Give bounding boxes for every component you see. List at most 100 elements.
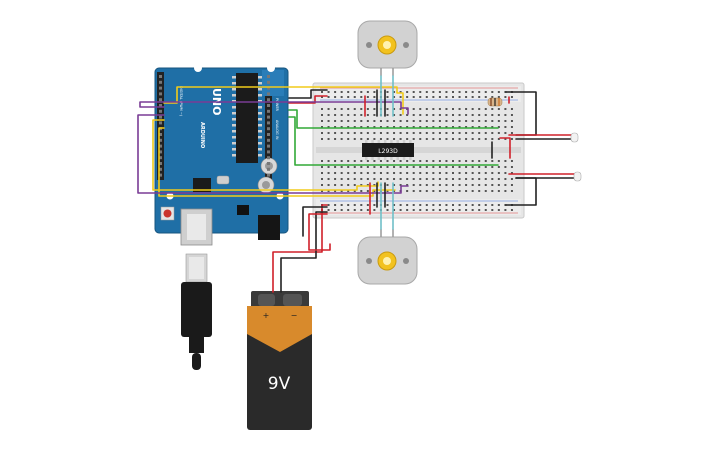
battery-terminal-minus[interactable] [283, 294, 302, 306]
breadboard-hole [386, 108, 389, 110]
breadboard-hole [366, 209, 369, 211]
header-pin [267, 98, 270, 102]
breadboard-hole [504, 108, 507, 110]
breadboard-hole [425, 91, 428, 93]
breadboard-hole [373, 138, 376, 140]
breadboard-hole [510, 108, 513, 110]
breadboard-hole [458, 178, 461, 180]
header-pin [159, 115, 162, 119]
atmega-pin [232, 112, 236, 115]
breadboard-hole [452, 138, 454, 140]
breadboard-hole [347, 178, 350, 180]
breadboard-hole [452, 132, 454, 134]
breadboard-hole [471, 184, 474, 186]
power-header-right[interactable] [265, 72, 272, 180]
wire-battery-negative[interactable] [280, 211, 328, 293]
breadboard-hole [445, 190, 448, 192]
breadboard-hole [491, 160, 494, 162]
breadboard-hole [504, 120, 507, 122]
dc-motor-bottom[interactable] [357, 229, 418, 285]
digital-header-left[interactable] [157, 72, 164, 180]
usb-cable[interactable] [181, 253, 212, 370]
breadboard-hole [334, 108, 337, 110]
breadboard-hole [484, 114, 487, 116]
breadboard-hole [478, 114, 481, 116]
wire-rail-jumper-black[interactable] [302, 206, 328, 237]
led-bottom[interactable] [573, 171, 582, 182]
breadboard-hole [327, 108, 330, 110]
breadboard-hole [399, 114, 402, 116]
breadboard-hole [465, 108, 468, 110]
breadboard-hole [510, 209, 513, 211]
header-pin [159, 104, 162, 107]
breadboard-hole [497, 190, 500, 192]
usb-chip [193, 178, 211, 192]
breadboard-hole [393, 184, 396, 186]
breadboard-hole [327, 209, 330, 211]
breadboard-hole [399, 166, 402, 168]
driver-ic-label: L293D [378, 148, 398, 155]
breadboard-hole [373, 91, 376, 93]
breadboard-hole [353, 120, 356, 122]
header-pin [267, 133, 270, 136]
wire-purple-2[interactable] [137, 114, 409, 194]
atmega-pin [258, 130, 262, 133]
reset-button-cap[interactable] [163, 209, 172, 218]
dc-motor-top[interactable] [357, 20, 418, 76]
atmega-pin [232, 106, 236, 109]
breadboard-hole [452, 114, 454, 116]
wire-green-2[interactable] [288, 116, 499, 166]
breadboard-hole [386, 166, 389, 168]
atmega-pin [258, 124, 262, 127]
breadboard-hole [491, 209, 494, 211]
breadboard-hole [438, 96, 441, 98]
breadboard-hole [386, 172, 389, 174]
breadboard-hole [334, 204, 337, 206]
breadboard-hole [373, 96, 376, 98]
atmega-pin [232, 130, 236, 133]
header-pin [267, 115, 270, 119]
breadboard-hole [386, 91, 389, 93]
breadboard-hole [438, 172, 441, 174]
dc-power-jack[interactable] [258, 215, 280, 240]
wire-green-1[interactable] [288, 109, 499, 129]
breadboard-hole [373, 190, 376, 192]
breadboard-hole [471, 160, 474, 162]
breadboard-hole [340, 204, 343, 206]
battery-terminal-plus[interactable] [258, 294, 275, 306]
breadboard-hole [412, 138, 415, 140]
breadboard-hole [334, 138, 337, 140]
breadboard-hole [471, 96, 474, 98]
breadboard-hole [321, 91, 323, 93]
atmega-pin [258, 154, 262, 157]
breadboard-hole [458, 166, 461, 168]
breadboard-hole [478, 160, 481, 162]
atmega-pin [258, 76, 262, 79]
breadboard-hole [406, 120, 409, 122]
wire-gnd[interactable] [288, 89, 328, 99]
l293d-driver-ic[interactable]: L293D [362, 140, 414, 160]
breadboard[interactable] [312, 82, 525, 219]
breadboard-hole [340, 178, 343, 180]
breadboard-hole [484, 138, 487, 140]
breadboard-hole [406, 132, 409, 134]
battery-9v[interactable]: + − 9V [247, 291, 312, 430]
breadboard-hole [412, 132, 415, 134]
breadboard-holes [321, 91, 513, 211]
wire-right-red-mid[interactable] [499, 137, 511, 159]
header-pin [159, 80, 162, 84]
led-top[interactable] [570, 132, 579, 143]
breadboard-hole [432, 204, 435, 206]
wire-battery-positive[interactable] [272, 204, 328, 293]
breadboard-hole [458, 184, 461, 186]
wire-5v[interactable] [288, 95, 328, 104]
breadboard-hole [406, 91, 409, 93]
resistor[interactable] [487, 97, 503, 107]
wire-rail-jumper-red[interactable] [308, 213, 331, 251]
breadboard-hole [458, 160, 461, 162]
breadboard-hole [340, 209, 343, 211]
wire-purple-1[interactable] [139, 101, 409, 115]
wire-yellow-2[interactable] [152, 119, 379, 191]
wire-yellow-1[interactable] [163, 86, 404, 115]
arduino-uno-board[interactable]: UNO ARDUINO DIGITAL (PWM ~) POWER ANALOG… [154, 64, 289, 246]
